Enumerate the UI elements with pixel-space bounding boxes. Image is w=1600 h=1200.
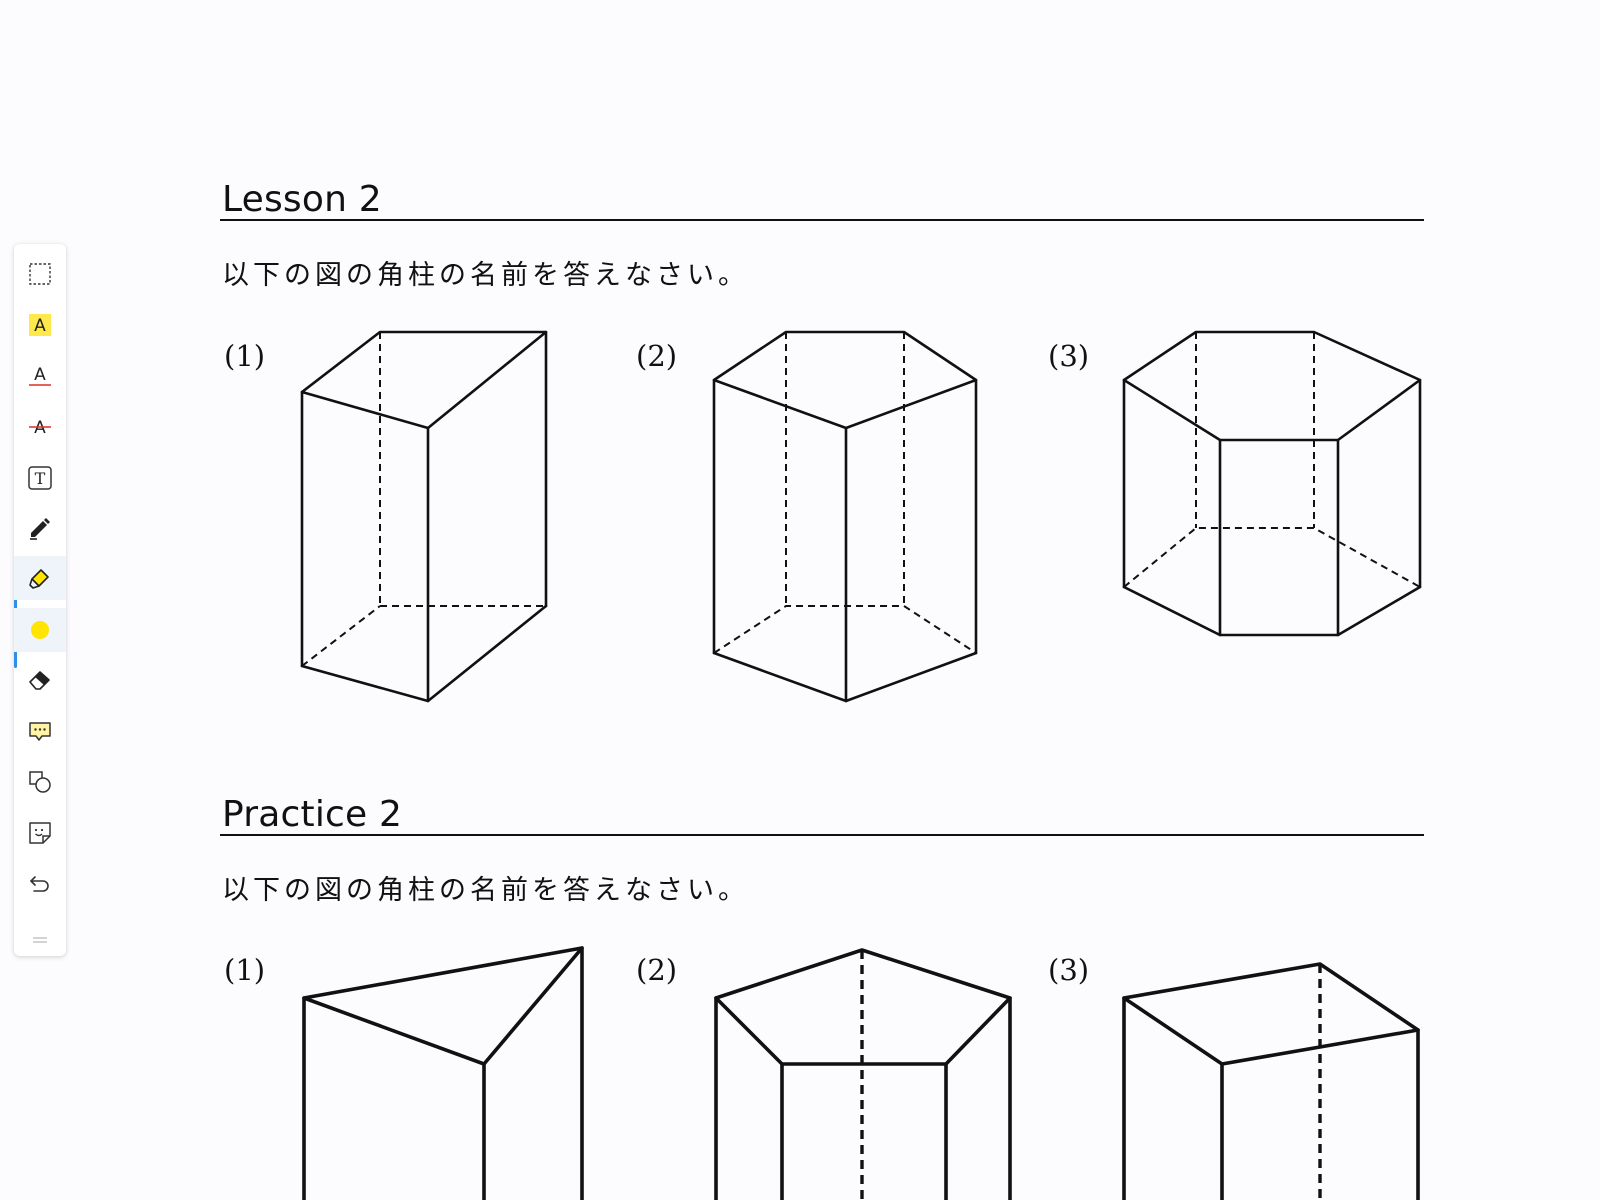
dashed-select-icon xyxy=(29,263,51,285)
pen-tool-button[interactable] xyxy=(14,506,66,550)
eraser-icon xyxy=(29,671,50,690)
shapes-icon xyxy=(29,771,51,793)
highlighter-icon xyxy=(29,569,49,589)
text-highlight-icon: A xyxy=(29,314,51,336)
lesson-question: 以下の図の角柱の名前を答えなさい。 xyxy=(222,260,749,291)
color-dot-icon xyxy=(31,621,49,639)
svg-text:A: A xyxy=(34,365,46,385)
lesson-title: Lesson 2 xyxy=(222,179,382,220)
annotation-toolbar: A A A T xyxy=(14,244,66,956)
practice-label-3: (3) xyxy=(1048,953,1090,987)
undo-button[interactable] xyxy=(14,862,66,906)
practice-title: Practice 2 xyxy=(222,794,403,835)
lesson-title-rule xyxy=(220,219,1424,221)
lesson-label-2: (2) xyxy=(636,339,678,373)
practice-title-rule xyxy=(220,834,1424,836)
comment-icon xyxy=(29,722,51,741)
lesson-label-1: (1) xyxy=(224,339,266,373)
svg-text:A: A xyxy=(34,316,46,336)
highlight-color-button[interactable] xyxy=(14,608,66,652)
toolbar-drag-handle[interactable] xyxy=(32,936,48,944)
comment-tool-button[interactable] xyxy=(14,710,66,754)
svg-text:A: A xyxy=(34,418,46,438)
pen-icon xyxy=(30,518,50,540)
practice-question: 以下の図の角柱の名前を答えなさい。 xyxy=(222,875,749,906)
text-strikethrough-tool-button[interactable]: A xyxy=(14,404,66,448)
select-tool-button[interactable] xyxy=(14,252,66,296)
undo-icon xyxy=(30,876,49,892)
highlighter-tool-button[interactable] xyxy=(14,556,66,600)
practice-label-1: (1) xyxy=(224,953,266,987)
text-box-icon: T xyxy=(28,466,52,490)
text-strikethrough-icon: A xyxy=(29,418,51,438)
sticker-tool-button[interactable] xyxy=(14,811,66,855)
lesson-label-3: (3) xyxy=(1048,339,1090,373)
text-underline-tool-button[interactable]: A xyxy=(14,354,66,398)
text-box-tool-button[interactable]: T xyxy=(14,456,66,500)
text-highlight-tool-button[interactable]: A xyxy=(14,303,66,347)
sticker-icon xyxy=(29,822,51,844)
practice-label-2: (2) xyxy=(636,953,678,987)
eraser-tool-button[interactable] xyxy=(14,658,66,702)
text-underline-icon: A xyxy=(29,365,51,386)
svg-text:T: T xyxy=(35,469,46,488)
shapes-tool-button[interactable] xyxy=(14,760,66,804)
